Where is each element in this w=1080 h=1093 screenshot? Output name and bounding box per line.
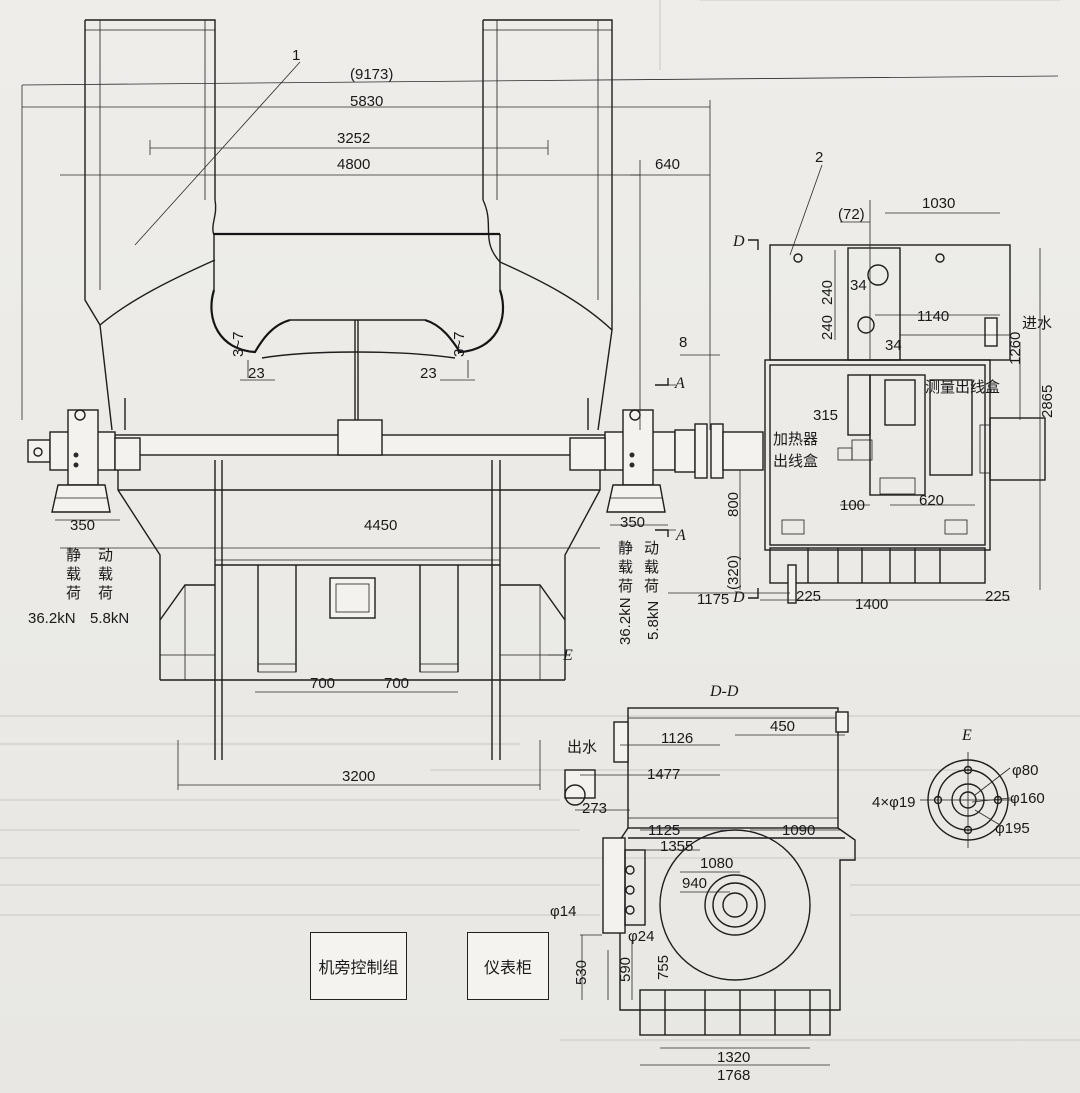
dim-700-a: 700 <box>310 675 335 692</box>
dim-273: 273 <box>582 800 607 817</box>
dim-350-a: 350 <box>70 517 95 534</box>
fan-housing-elevation <box>27 19 764 760</box>
dim-640: 640 <box>655 156 680 173</box>
section-dd-view <box>564 707 856 1066</box>
dim-590: 590 <box>617 957 634 982</box>
label-static-right-val: 36.2kN <box>617 597 634 645</box>
dim-1126: 1126 <box>661 730 693 747</box>
dim-8: 8 <box>679 334 687 351</box>
label-measure-box: 测量出线盒 <box>925 378 1000 396</box>
dim-4xphi19: 4×φ19 <box>872 794 916 811</box>
dim-940: 940 <box>682 875 707 892</box>
section-a-top: A <box>674 375 685 392</box>
dim-1320: 1320 <box>717 1049 750 1066</box>
dim-23-a: 23 <box>248 365 265 382</box>
dim-700-b: 700 <box>384 675 409 692</box>
dim-530: 530 <box>573 960 590 985</box>
dim-1140: 1140 <box>917 308 949 325</box>
dim-1400: 1400 <box>855 596 888 613</box>
label-heater-2: 出线盒 <box>773 452 818 470</box>
label-dynamic-load-right: 动载荷 <box>644 539 659 595</box>
dim-3252: 3252 <box>337 130 370 147</box>
dim-3-7-b: 3~7 <box>451 332 468 357</box>
label-heater-1: 加热器 <box>773 430 818 448</box>
motor-assembly <box>655 200 1046 604</box>
dim-350-b: 350 <box>620 514 645 531</box>
dim-34-a: 34 <box>850 277 867 294</box>
section-marks: D D A A E D-D E <box>562 233 972 744</box>
dim-9173: (9173) <box>350 66 393 83</box>
dim-620: 620 <box>919 492 944 509</box>
dim-3-7-a: 3~7 <box>230 332 247 357</box>
dim-1355: 1355 <box>660 838 693 855</box>
dim-240-b: 240 <box>819 315 836 340</box>
dim-23-b: 23 <box>420 365 437 382</box>
dim-1260: 1260 <box>1007 332 1024 365</box>
dim-1768: 1768 <box>717 1067 750 1084</box>
dim-240-a: 240 <box>819 280 836 305</box>
dim-phi160: φ160 <box>1010 790 1045 807</box>
dim-1175: 1175 <box>697 591 729 608</box>
section-d-top: D <box>732 233 745 250</box>
label-dynamic-left-val: 5.8kN <box>90 610 129 627</box>
label-water-in: 进水 <box>1022 314 1052 332</box>
dim-100: 100 <box>840 497 865 514</box>
label-static-left-val: 36.2kN <box>28 610 76 627</box>
dim-34-b: 34 <box>885 337 902 354</box>
dim-225-b: 225 <box>985 588 1010 605</box>
dim-225-a: 225 <box>796 588 821 605</box>
section-d-bottom: D <box>732 589 745 606</box>
dim-phi80: φ80 <box>1012 762 1038 779</box>
dim-5830: 5830 <box>350 93 383 110</box>
dim-320: (320) <box>725 555 742 590</box>
dim-phi195: φ195 <box>995 820 1030 837</box>
section-a-bottom: A <box>675 527 686 544</box>
section-e-side: E <box>562 647 573 664</box>
dim-315: 315 <box>813 407 838 424</box>
meter-cabinet-label: 仪表柜 <box>483 958 532 977</box>
dim-1477: 1477 <box>647 766 680 783</box>
dim-1090: 1090 <box>782 822 815 839</box>
control-group-label: 机旁控制组 <box>318 958 399 977</box>
dimension-texts: (9173) 5830 3252 4800 640 (72) 1030 240 … <box>70 66 1056 1084</box>
dim-450: 450 <box>770 718 795 735</box>
label-static-load-left: 静载荷 <box>66 546 81 602</box>
control-group-box: 机旁控制组 <box>310 932 407 1000</box>
top-dimensions <box>21 61 1059 790</box>
flange-e-view <box>920 752 1015 848</box>
dim-755: 755 <box>655 955 672 980</box>
label-static-load-right: 静载荷 <box>618 539 633 595</box>
label-water-out: 出水 <box>567 738 597 756</box>
dim-phi24: φ24 <box>628 928 654 945</box>
dim-1125: 1125 <box>648 822 680 839</box>
dim-phi14: φ14 <box>550 903 576 920</box>
section-dd-title: D-D <box>709 683 739 700</box>
meter-cabinet-box: 仪表柜 <box>467 932 549 1000</box>
callout-labels: 1 2 <box>292 47 823 166</box>
background-artifacts <box>0 0 1080 1041</box>
dim-3200: 3200 <box>342 768 375 785</box>
chinese-labels: 进水 出水 测量出线盒 加热器 出线盒 36.2kN 5.8kN 36.2kN … <box>28 314 1052 756</box>
callout-1: 1 <box>292 47 300 64</box>
dim-4450: 4450 <box>364 517 397 534</box>
dim-72: (72) <box>838 206 865 223</box>
label-dynamic-right-val: 5.8kN <box>645 601 662 640</box>
section-e-title: E <box>961 727 972 744</box>
dim-800: 800 <box>725 492 742 517</box>
dim-1030: 1030 <box>922 195 955 212</box>
dim-1080: 1080 <box>700 855 733 872</box>
label-dynamic-load-left: 动载荷 <box>98 546 113 602</box>
callout-2: 2 <box>815 149 823 166</box>
dim-2865: 2865 <box>1039 385 1056 418</box>
dim-4800: 4800 <box>337 156 370 173</box>
